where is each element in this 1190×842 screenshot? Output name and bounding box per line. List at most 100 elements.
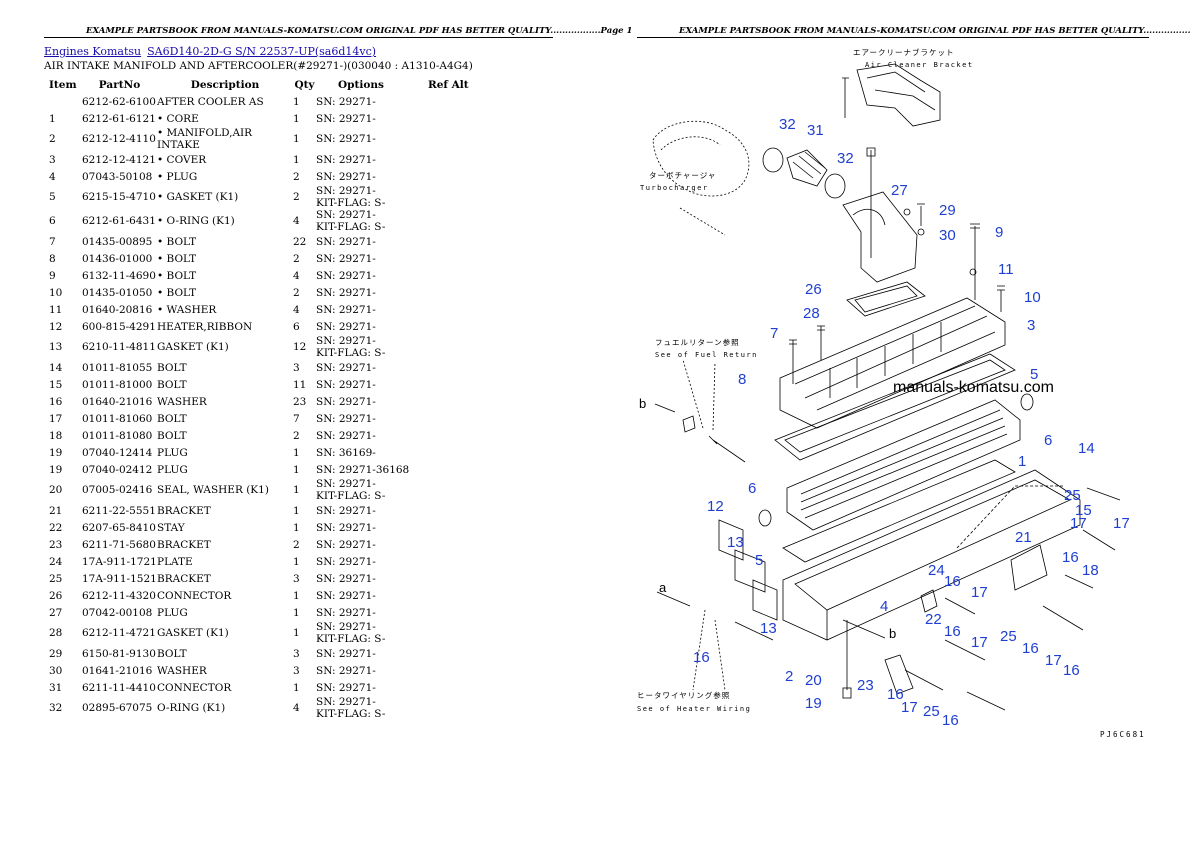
gasket-5-top [774, 353, 1016, 461]
description-cell: • COVER [157, 153, 207, 166]
options-cell: SN: 29271-KIT-FLAG: S- [316, 696, 428, 720]
options-line-1: SN: 29271- [316, 133, 376, 145]
refalt-cell [428, 679, 473, 696]
bracket-bolt [842, 77, 849, 118]
engines-komatsu-link[interactable]: Engines Komatsu [44, 45, 142, 58]
qty-cell: 3 [293, 664, 300, 677]
callout-number: 12 [707, 498, 724, 515]
partno-cell: 01011-81060 [82, 412, 153, 425]
callout-number: 11 [998, 261, 1014, 278]
bolt-17-d [944, 639, 986, 661]
options-cell: SN: 29271- [316, 662, 428, 679]
partno-cell: 07040-02412 [82, 463, 153, 476]
qty-cell: 4 [293, 702, 300, 714]
refalt-cell [428, 519, 473, 536]
partno-cell: 01436-01000 [82, 252, 153, 265]
partno-cell: 07040-12414 [82, 446, 153, 459]
description-cell: • MANIFOLD,AIR INTAKE [157, 127, 253, 151]
refalt-cell [428, 110, 473, 127]
item-cell: 22 [49, 521, 63, 534]
options-cell: SN: 29271-KIT-FLAG: S- [316, 478, 428, 502]
qty-cell: 1 [293, 555, 300, 568]
gasket-13-lower [752, 579, 778, 621]
refalt-cell [428, 570, 473, 587]
options-cell: SN: 29271- [316, 410, 428, 427]
refalt-cell [428, 662, 473, 679]
model-link[interactable]: SA6D140-2D-G S/N 22537-UP(sa6d14vc) [147, 45, 377, 58]
callout-number: 28 [803, 305, 820, 322]
turbocharger-outline [652, 120, 750, 197]
refalt-cell [428, 93, 473, 110]
table-header-row: Item PartNo Description Qty Options Ref … [44, 77, 473, 93]
callout-number: 22 [925, 611, 942, 628]
callout-number: 6 [748, 480, 756, 497]
refalt-cell [428, 553, 473, 570]
bolt-29 [917, 203, 925, 226]
bolt-9 [970, 223, 980, 300]
options-line-1: SN: 29271- [316, 269, 376, 282]
description-cell: WASHER [157, 664, 207, 677]
options-line-2: KIT-FLAG: S- [316, 633, 386, 645]
item-cell: 27 [49, 606, 63, 619]
options-cell: SN: 29271- [316, 359, 428, 376]
partno-cell: 01435-01050 [82, 286, 153, 299]
item-cell: 19 [49, 446, 63, 459]
item-cell: 25 [49, 572, 63, 585]
air-cleaner-label-en: Air Cleaner Bracket [865, 61, 974, 69]
item-cell: 6 [49, 215, 56, 227]
callout-number: 21 [1015, 529, 1032, 546]
gasket-5-bottom [782, 459, 1016, 563]
qty-cell: 2 [293, 252, 300, 265]
item-cell [44, 93, 82, 110]
callout-number: 16 [1022, 640, 1039, 657]
refalt-cell [428, 604, 473, 621]
callout-number: 6 [1044, 432, 1052, 449]
callout-number: 3 [1027, 317, 1035, 334]
description-cell: • BOLT [157, 235, 197, 248]
description-cell: HEATER,RIBBON [157, 320, 253, 333]
partno-cell: 6212-12-4110 [82, 133, 156, 145]
bolt-10 [997, 285, 1005, 312]
qty-cell: 1 [293, 133, 300, 145]
description-cell: BRACKET [157, 572, 211, 585]
arrow-b-left [654, 403, 676, 413]
partno-cell: 07042-00108 [82, 606, 153, 619]
options-line-1: SN: 29271- [316, 252, 376, 265]
options-cell: SN: 29271- [316, 502, 428, 519]
core-1 [786, 399, 1021, 531]
callout-number: 7 [770, 325, 778, 342]
options-cell: SN: 29271-36168 [316, 461, 428, 478]
description-cell: PLUG [157, 463, 188, 476]
qty-cell: 1 [293, 681, 300, 694]
col-item-header: Item [49, 79, 77, 91]
item-cell: 31 [49, 681, 63, 694]
heater-12 [734, 549, 766, 593]
partno-cell: 01640-20816 [82, 303, 153, 316]
callout-number: 15 [1075, 502, 1092, 519]
callout-number: 16 [887, 686, 904, 703]
options-cell: SN: 29271- [316, 93, 428, 110]
callout-number: 24 [928, 562, 945, 579]
description-cell: • WASHER [157, 303, 217, 316]
options-cell: SN: 29271- [316, 110, 428, 127]
description-cell: CONNECTOR [157, 589, 232, 602]
refalt-cell [428, 209, 473, 233]
options-line-1: SN: 29271- [316, 112, 376, 125]
qty-cell: 1 [293, 446, 300, 459]
item-cell: 19 [49, 463, 63, 476]
callout-number: 5 [755, 552, 763, 569]
manifold-2 [782, 469, 1081, 641]
qty-cell: 6 [293, 320, 300, 333]
o-ring-6-upper [1020, 393, 1034, 411]
options-line-2: KIT-FLAG: S- [316, 490, 386, 502]
description-cell: AFTER COOLER AS [157, 95, 264, 108]
air-cleaner-label-jp: エアークリーナブラケット [853, 47, 955, 57]
turbo-label-en: Turbocharger [640, 184, 709, 192]
diagram-page: EXAMPLE PARTSBOOK FROM MANUALS-KOMATSU.C… [595, 0, 1190, 842]
partno-cell: 6212-61-6121 [82, 112, 156, 125]
item-cell: 5 [49, 191, 56, 203]
